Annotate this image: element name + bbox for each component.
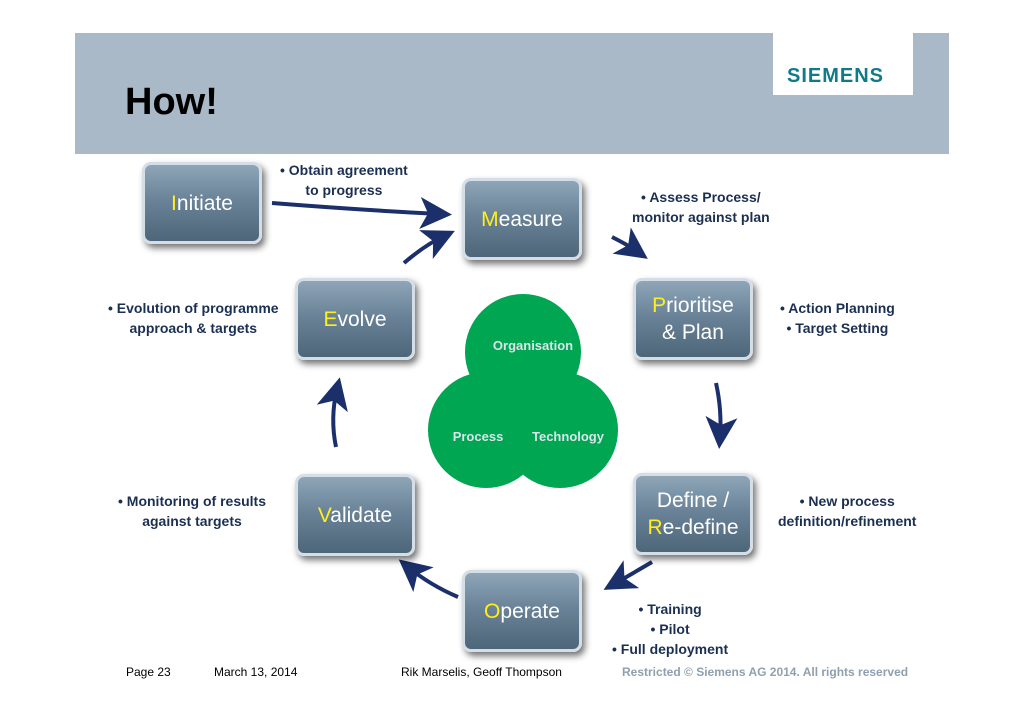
step-initiate-label: nitiate [176,191,233,215]
step-prioritise-initial: P [652,294,667,317]
arrow-initiate-measure [271,197,452,229]
note-evolve: • Evolution of programme approach & targ… [108,298,279,338]
note-measure: • Assess Process/ monitor against plan [632,187,770,227]
footer-restricted: Restricted © Siemens AG 2014. All rights… [622,665,909,679]
step-evolve-label: volve [337,307,387,331]
note-validate: • Monitoring of results against targets [118,491,266,531]
logo-box [773,33,913,95]
note-initiate: • Obtain agreement to progress [280,160,408,200]
step-initiate: Initiate [142,162,262,244]
step-measure-label: easure [498,207,563,231]
note-evolve-line1: • Evolution of programme [108,300,279,316]
arrow-evolve-measure [402,230,455,265]
venn-technology-label: Technology [532,429,605,444]
step-operate-label: perate [500,599,560,623]
step-define-initial: R [647,516,663,539]
note-operate-line2: • Pilot [650,621,690,637]
note-measure-line2: monitor against plan [632,209,770,225]
note-initiate-line1: • Obtain agreement [280,162,408,178]
note-measure-line1: • Assess Process/ [641,189,761,205]
note-define-line2: definition/refinement [778,513,917,529]
footer-authors: Rik Marselis, Geoff Thompson [401,665,562,679]
venn-organisation-label: Organisation [493,338,573,353]
siemens-logo: SIEMENS [787,65,885,87]
arrow-measure-prioritise [611,227,648,259]
step-initiate-initial: I [171,191,177,215]
venn-diagram: Organisation Process Technology [428,294,618,488]
step-define: Define / Re-define [633,473,753,555]
note-prioritise: • Action Planning • Target Setting [780,298,895,338]
step-define-label: e-define [662,516,739,539]
step-evolve-initial: E [323,307,338,331]
arrow-validate-evolve [316,377,348,448]
venn-process-label: Process [453,429,504,444]
note-operate: • Training • Pilot • Full deployment [612,599,728,659]
step-measure-initial: M [481,207,499,231]
step-validate-initial: V [317,503,331,527]
note-validate-line1: • Monitoring of results [118,493,267,509]
header-band: How! SIEMENS [75,33,949,154]
note-define: • New process definition/refinement [778,491,916,531]
arrow-prioritise-define [705,382,738,449]
step-prioritise: Prioritise & Plan [633,278,753,360]
step-evolve: Evolve [295,278,415,360]
step-prioritise-line2: & Plan [662,321,724,344]
note-define-line1: • New process [799,493,895,509]
note-prioritise-line1: • Action Planning [780,300,895,316]
footer-page: Page 23 [126,665,171,679]
note-validate-line2: against targets [142,513,242,529]
note-initiate-line2: to progress [305,182,383,198]
arrow-operate-validate [398,559,459,599]
step-validate: Validate [295,474,415,556]
step-define-line1: Define / [656,489,730,512]
footer-date: March 13, 2014 [214,665,298,679]
note-operate-line1: • Training [638,601,702,617]
note-operate-line3: • Full deployment [612,641,729,657]
step-operate-initial: O [484,599,501,623]
note-prioritise-line2: • Target Setting [786,320,889,336]
note-evolve-line2: approach & targets [129,320,258,336]
step-measure: Measure [462,178,582,260]
venn-technology-circle [502,372,618,488]
step-prioritise-label: rioritise [666,294,734,317]
step-operate: Operate [462,570,582,652]
arrow-define-operate [603,560,654,590]
page-title: How! [125,81,218,123]
step-validate-label: alidate [330,503,393,527]
